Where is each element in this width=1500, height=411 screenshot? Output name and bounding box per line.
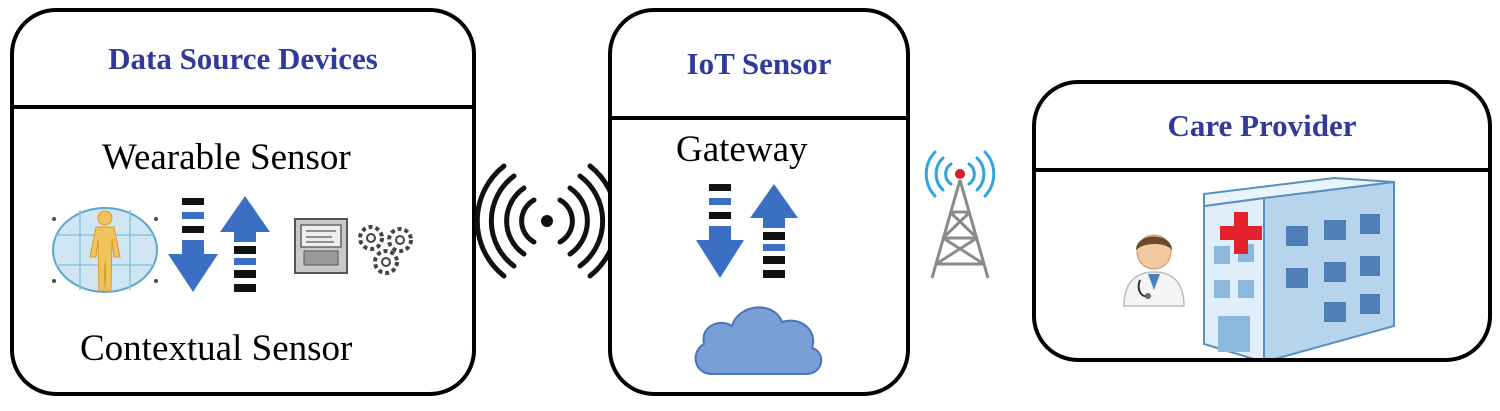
care-provider-box: Care Provider [1032, 80, 1492, 362]
gateway-label: Gateway [676, 129, 808, 170]
human-body-icon [52, 207, 158, 293]
doctor-icon [1123, 234, 1185, 307]
data-source-devices-box: Data Source Devices Wearable Sensor Cont… [10, 8, 476, 396]
download-arrow-icon [168, 198, 218, 292]
care-provider-header: Care Provider [1036, 84, 1488, 172]
gears-icon [358, 225, 413, 275]
care-provider-title: Care Provider [1167, 108, 1357, 143]
radio-tower-icon [924, 150, 996, 279]
hospital-building-icon [1203, 176, 1395, 358]
data-source-devices-header: Data Source Devices [14, 12, 472, 109]
iot-sensor-title: IoT Sensor [686, 46, 832, 81]
upload-arrow-icon [750, 184, 798, 278]
data-source-devices-title: Data Source Devices [108, 40, 378, 76]
sensor-chip-icon [294, 218, 348, 274]
upload-arrow-icon [220, 196, 270, 292]
iot-sensor-box: IoT Sensor Gateway [608, 8, 910, 396]
cloud-icon [694, 306, 822, 375]
contextual-sensor-label: Contextual Sensor [80, 328, 353, 369]
iot-sensor-header: IoT Sensor [612, 12, 906, 120]
wearable-sensor-label: Wearable Sensor [102, 137, 351, 178]
download-arrow-icon [696, 184, 744, 278]
wireless-signal-icon [474, 163, 620, 279]
